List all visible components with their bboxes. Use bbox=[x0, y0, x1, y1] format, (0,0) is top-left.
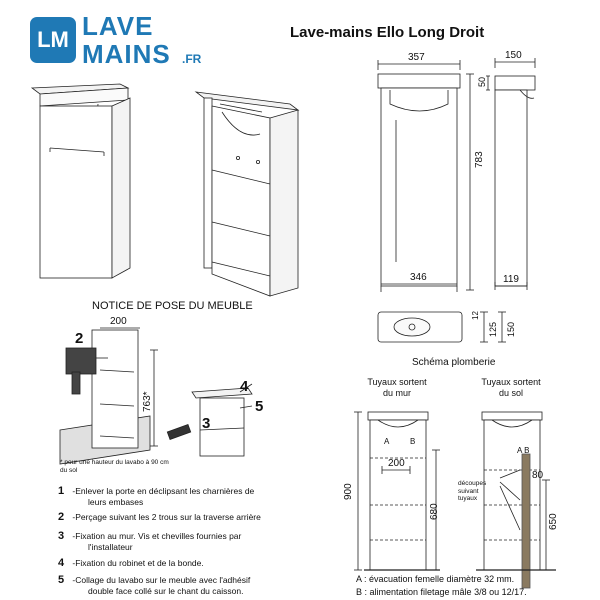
plan-view-drawing bbox=[377, 311, 506, 343]
cut-note-l1: découpes bbox=[458, 480, 487, 487]
front-elevation-drawing bbox=[377, 60, 474, 292]
notice-heading: NOTICE DE POSE DU MEUBLE bbox=[92, 300, 253, 312]
instruction-text: -Collage du lavabo sur le meuble avec l'… bbox=[72, 575, 251, 585]
plumbing-heading: Schéma plomberie bbox=[412, 357, 496, 368]
callout-step-4: 4 bbox=[240, 378, 249, 395]
plumbing-wall-heading-l2: du mur bbox=[382, 388, 411, 398]
brand-logo[interactable]: LM LAVE MAINS .FR bbox=[30, 11, 202, 70]
logo-suffix: .FR bbox=[182, 52, 202, 66]
plumbing-floor-pipe-height: 650 bbox=[548, 513, 559, 530]
plumbing-wall-drawing bbox=[354, 411, 440, 571]
install-footnote: * pour une hauteur du lavabo à 90 cm du … bbox=[60, 459, 169, 474]
plumbing-floor-drawing bbox=[476, 411, 556, 589]
instruction-text: -Fixation au mur. Vis et chevilles fourn… bbox=[72, 531, 242, 541]
install-dim-height: 763* bbox=[142, 391, 153, 412]
install-dim-spacing: 200 bbox=[110, 316, 127, 327]
instruction-text-cont: double face collé sur le chant du caisso… bbox=[88, 586, 244, 596]
cabinet-closed-drawing bbox=[30, 83, 131, 279]
instruction-text: -Fixation du robinet et de la bonde. bbox=[72, 558, 204, 568]
dim-front-height: 783 bbox=[474, 151, 485, 168]
callout-step-5: 5 bbox=[255, 398, 264, 415]
instruction-number: 5 bbox=[58, 574, 65, 586]
cabinet-open-drawing bbox=[194, 91, 300, 297]
instruction-number: 2 bbox=[58, 511, 65, 523]
cut-note-l3: tuyaux bbox=[458, 495, 478, 502]
dim-side-width-top: 150 bbox=[505, 50, 522, 61]
plumbing-total-height: 900 bbox=[343, 483, 354, 500]
instruction-text-cont: l'installateur bbox=[88, 542, 133, 552]
plumbing-wall-spacing: 200 bbox=[388, 458, 405, 469]
plumbing-wall-heading: Tuyaux sortent du mur bbox=[354, 377, 440, 399]
dim-side-width-bottom: 119 bbox=[503, 274, 519, 285]
callout-step-3: 3 bbox=[202, 415, 211, 432]
plumbing-legend-b: B : alimentation filetage mâle 3/8 ou 12… bbox=[356, 587, 527, 597]
plumbing-floor-labels: A B bbox=[517, 446, 530, 455]
instruction-2: 2 -Perçage suivant les 2 trous sur la tr… bbox=[58, 512, 261, 523]
plumbing-label-a: A bbox=[384, 437, 390, 446]
plumbing-floor-heading: Tuyaux sortent du sol bbox=[468, 377, 554, 399]
side-elevation-drawing bbox=[486, 58, 536, 290]
plumbing-wall-heading-l1: Tuyaux sortent bbox=[367, 377, 427, 387]
dim-top-thickness: 50 bbox=[477, 76, 487, 87]
instruction-text: -Enlever la porte en déclipsant les char… bbox=[72, 486, 255, 496]
plumbing-floor-heading-l1: Tuyaux sortent bbox=[481, 377, 541, 387]
plumbing-wall-pipe-height: 680 bbox=[429, 503, 440, 520]
plumbing-cut-note: découpes suivant tuyaux bbox=[458, 480, 486, 503]
install-steps-drawing bbox=[59, 327, 253, 465]
logo-text-mains: MAINS bbox=[82, 39, 171, 69]
instruction-text-cont: leurs embases bbox=[88, 497, 144, 507]
instruction-number: 4 bbox=[58, 557, 65, 569]
instruction-3: 3 -Fixation au mur. Vis et chevilles fou… bbox=[58, 531, 241, 553]
instruction-5: 5 -Collage du lavabo sur le meuble avec … bbox=[58, 575, 250, 597]
plumbing-floor-offset: 80 bbox=[532, 470, 544, 481]
instruction-number: 1 bbox=[58, 485, 65, 497]
plumbing-label-b: B bbox=[410, 437, 416, 446]
cut-note-l2: suivant bbox=[458, 487, 479, 495]
instruction-text: -Perçage suivant les 2 trous sur la trav… bbox=[72, 512, 261, 522]
dim-plan-depth-total: 150 bbox=[506, 321, 516, 337]
instruction-4: 4 -Fixation du robinet et de la bonde. bbox=[58, 558, 204, 569]
dim-front-width-top: 357 bbox=[408, 52, 425, 63]
logo-text-lave: LAVE bbox=[82, 11, 154, 41]
dim-plan-depth-a: 12 bbox=[471, 311, 480, 320]
logo-icon: LM bbox=[30, 17, 76, 63]
dim-front-width-bottom: 346 bbox=[410, 272, 427, 283]
plumbing-legend-a: A : évacuation femelle diamètre 32 mm. bbox=[356, 574, 515, 584]
page-title: Lave-mains Ello Long Droit bbox=[290, 24, 485, 41]
instruction-number: 3 bbox=[58, 530, 65, 542]
instruction-1: 1 -Enlever la porte en déclipsant les ch… bbox=[58, 486, 254, 508]
callout-step-2: 2 bbox=[75, 330, 84, 347]
dim-plan-depth-b: 125 bbox=[488, 321, 498, 337]
plumbing-floor-heading-l2: du sol bbox=[498, 388, 524, 398]
